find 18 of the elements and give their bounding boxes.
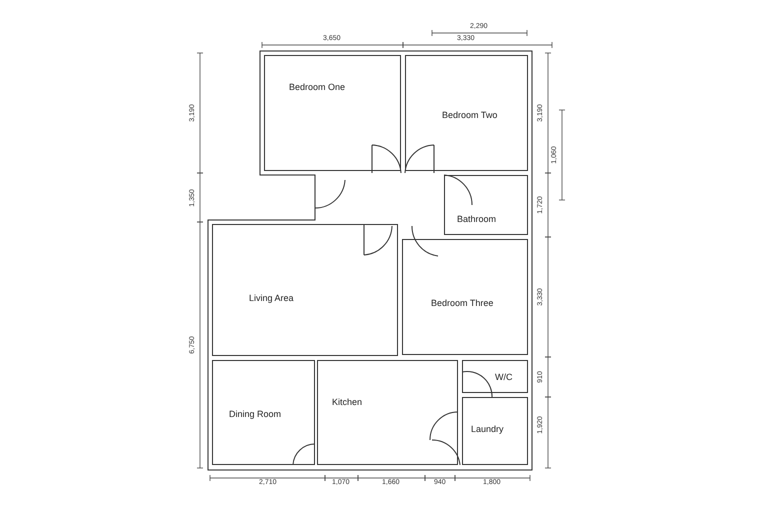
- room-outline: [212, 224, 398, 356]
- room-outline: [402, 239, 528, 355]
- room-outline: [444, 175, 528, 235]
- room-name: W/C: [495, 372, 512, 382]
- room-name: Bedroom One: [289, 82, 346, 92]
- room-name: Dining Room: [229, 409, 282, 419]
- room-outline: [462, 397, 528, 465]
- room-name: Kitchen: [332, 397, 362, 407]
- room-name: Living Area: [249, 293, 294, 303]
- room-name: Bedroom Three: [431, 298, 494, 308]
- room-outline: [317, 360, 458, 465]
- room-outline: [462, 360, 528, 393]
- room-outline: [405, 55, 528, 171]
- room-outline: [212, 360, 315, 465]
- room-name: Bathroom: [457, 214, 496, 224]
- room-name: Laundry: [471, 424, 504, 434]
- room-outline: [264, 55, 401, 171]
- room-name: Bedroom Two: [442, 110, 498, 120]
